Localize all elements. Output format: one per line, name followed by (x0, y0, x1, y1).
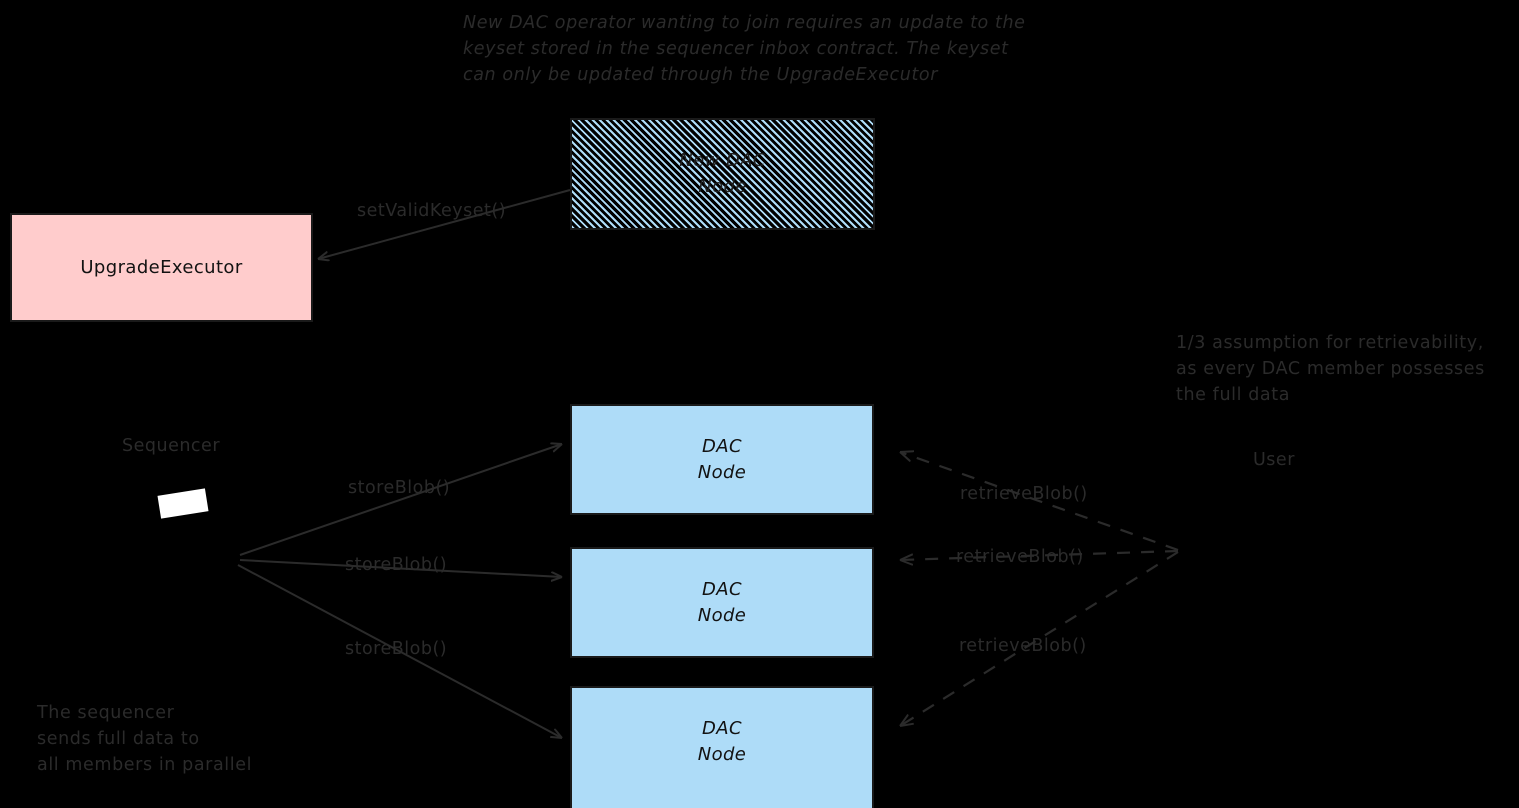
node-upgrade-executor[interactable]: UpgradeExecutor (10, 213, 313, 322)
node-dac-node-1[interactable]: DAC Node (570, 404, 874, 515)
actor-user-label: User (1253, 450, 1295, 470)
actor-sequencer-label: Sequencer (122, 436, 221, 456)
edge-label-retrieve-blob-3: retrieveBlob() (959, 636, 1087, 656)
node-new-dac-node[interactable]: New DAC Node (570, 118, 875, 230)
edge-label-store-blob-2: storeBlob() (345, 555, 448, 575)
sequencer-icon (157, 488, 209, 519)
note-keyset-update: New DAC operator wanting to join require… (463, 13, 1026, 85)
node-new-dac-node-label: New DAC Node (679, 150, 766, 197)
node-dac-node-2[interactable]: DAC Node (570, 547, 874, 658)
edge-label-store-blob-3: storeBlob() (345, 639, 448, 659)
edge-label-store-blob-1: storeBlob() (348, 478, 451, 498)
note-retrievability-assumption: 1/3 assumption for retrievability, as ev… (1176, 333, 1485, 405)
node-dac-node-3-label: DAC Node (697, 717, 747, 765)
edge-label-retrieve-blob-1: retrieveBlob() (960, 484, 1088, 504)
note-sequencer-parallel: The sequencer sends full data to all mem… (37, 703, 253, 775)
edge-label-set-valid-keyset: setValidKeyset() (357, 201, 507, 221)
node-dac-node-1-label: DAC Node (697, 435, 747, 483)
node-dac-node-3[interactable]: DAC Node (570, 686, 874, 808)
node-dac-node-2-label: DAC Node (697, 578, 747, 626)
edge-label-retrieve-blob-2: retrieveBlob() (956, 547, 1084, 567)
node-upgrade-executor-label: UpgradeExecutor (80, 256, 243, 278)
edge-store-blob-1 (239, 444, 562, 556)
